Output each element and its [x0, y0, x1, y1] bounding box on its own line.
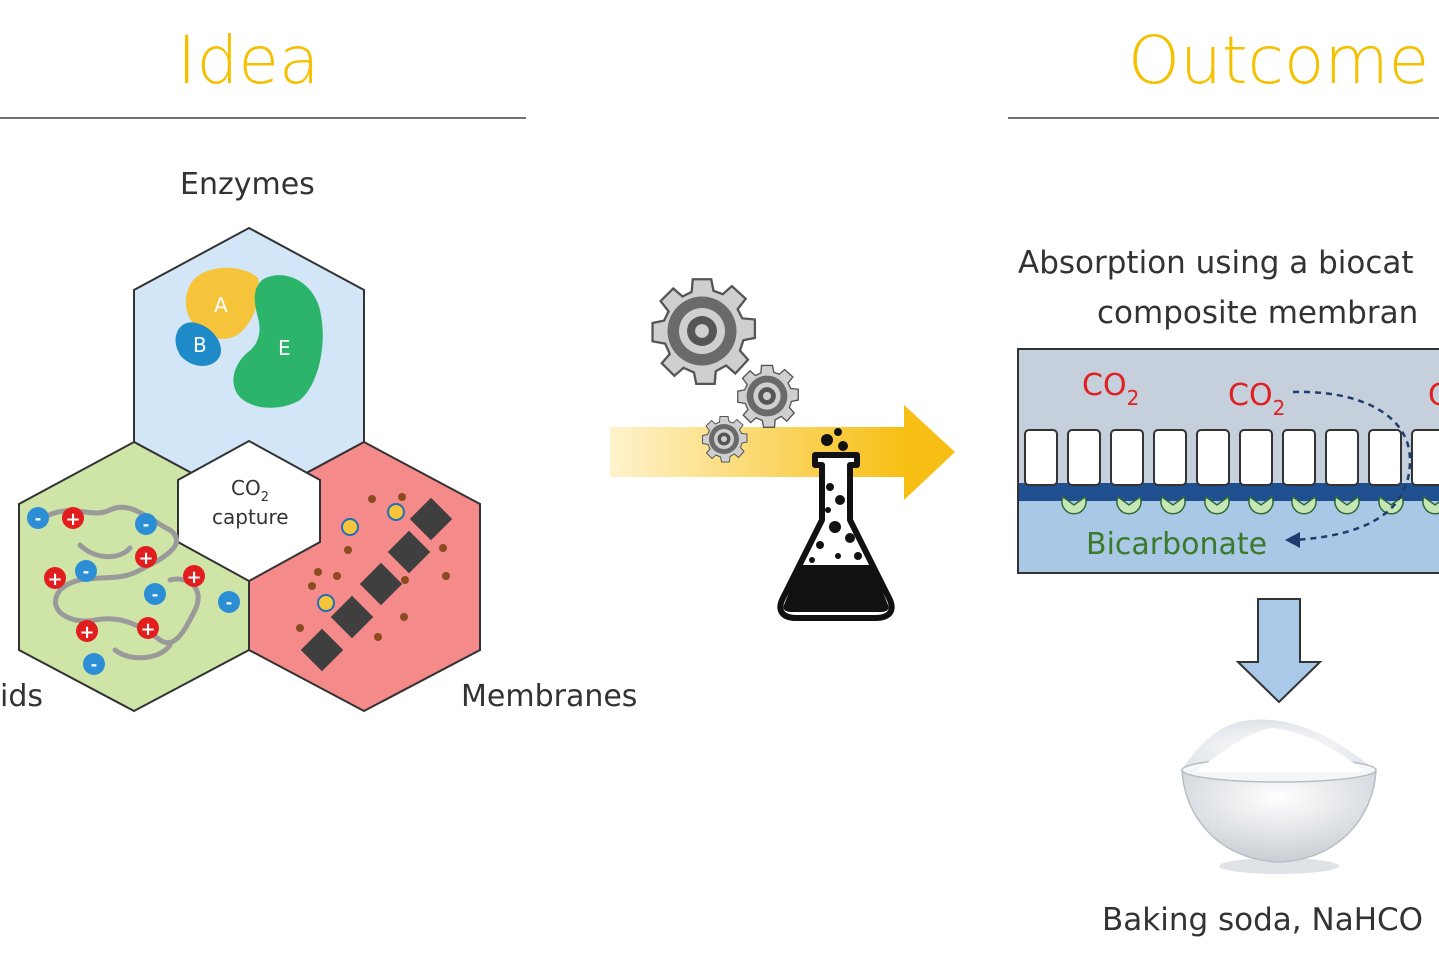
svg-text:+: + [138, 548, 153, 569]
outcome-description-line1: Absorption using a biocat [1018, 245, 1414, 281]
enzyme-part-e-shape [233, 275, 323, 408]
svg-text:+: + [79, 622, 94, 643]
cation-icon: + [183, 565, 205, 588]
co2-label: CO2 [1082, 368, 1139, 410]
membrane-pores [1024, 429, 1439, 486]
svg-text:+: + [186, 567, 201, 588]
svg-text:-: - [35, 509, 42, 528]
enzyme-markers [1061, 495, 1439, 515]
co2-capture-line1: CO2 [231, 476, 269, 505]
co2-capture-line2: capture [212, 505, 289, 529]
anion-icon: - [218, 591, 240, 613]
cation-icon: + [135, 546, 157, 569]
outcome-description-line2: composite membran [1097, 295, 1419, 331]
product-label: Baking soda, NaHCO [1102, 902, 1424, 938]
svg-text:-: - [83, 562, 90, 581]
anion-icon: - [75, 560, 97, 582]
enzyme-part-e-label: E [278, 336, 291, 360]
gear-icon [737, 364, 799, 428]
cation-icon: + [44, 567, 66, 590]
co2-to-bicarbonate-arrow [1292, 390, 1412, 542]
svg-text:-: - [226, 593, 233, 612]
enzyme-part-a-shape [185, 267, 260, 339]
svg-text:-: - [91, 655, 98, 674]
polymer-chain [37, 504, 201, 645]
arrowhead-icon [1285, 532, 1300, 548]
svg-text:+: + [47, 569, 62, 590]
enzyme-part-a-label: A [214, 293, 228, 317]
flask-icon [777, 428, 895, 621]
svg-text:+: + [140, 619, 155, 640]
anion-icon: - [135, 513, 157, 535]
outcome-heading: Outcome [1128, 22, 1430, 99]
ionic-liquids-label: ids [0, 679, 44, 714]
co2-label-partial: C [1428, 378, 1439, 413]
baking-soda-bowl [1181, 719, 1377, 874]
enzyme-part-b-label: B [193, 333, 207, 357]
process-arrow [610, 405, 955, 500]
membrane-dots [317, 503, 405, 612]
anion-icon: - [83, 653, 105, 675]
enzymes-label: Enzymes [180, 167, 315, 202]
cation-icon: + [76, 620, 98, 643]
membranes-label: Membranes [461, 679, 638, 714]
anion-icon: - [144, 583, 166, 605]
idea-heading: Idea [177, 22, 320, 99]
down-arrow [1235, 598, 1323, 704]
gear-icon [651, 278, 757, 386]
bicarbonate-label: Bicarbonate [1086, 527, 1267, 562]
svg-text:+: + [65, 509, 80, 530]
anion-icon: - [27, 507, 49, 529]
gear-icon [702, 416, 748, 463]
svg-text:-: - [152, 585, 159, 604]
cation-icon: + [137, 617, 159, 640]
svg-text:-: - [143, 515, 150, 534]
co2-label: CO2 [1228, 378, 1285, 420]
membrane-particles [296, 493, 450, 641]
co2-capture-hexagon [177, 439, 321, 583]
enzyme-part-b-shape [175, 322, 222, 366]
cation-icon: + [62, 507, 84, 530]
polymer-chain [77, 542, 173, 661]
